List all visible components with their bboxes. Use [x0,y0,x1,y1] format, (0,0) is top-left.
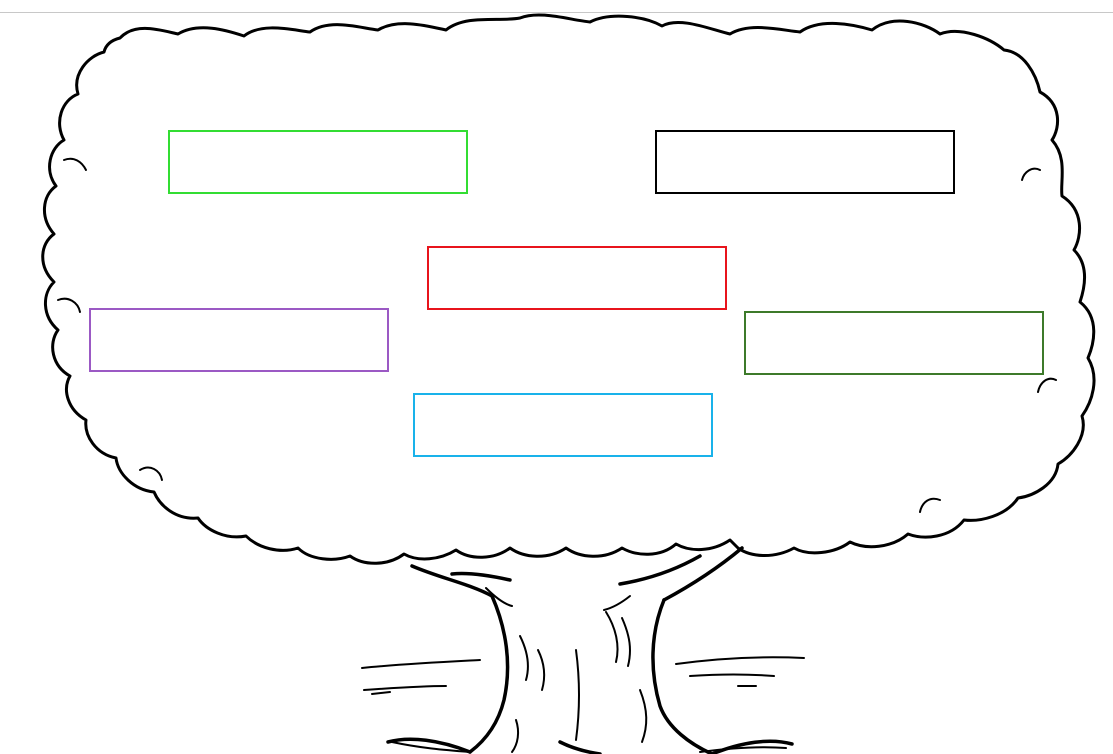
tree-trunk [386,546,794,754]
label-box-6[interactable] [413,393,713,457]
label-box-2[interactable] [655,130,955,194]
label-box-4[interactable] [89,308,389,372]
ground-lines [361,656,805,753]
top-divider [0,12,1113,13]
label-box-3[interactable] [427,246,727,310]
label-box-5[interactable] [744,311,1044,375]
canopy-texture [57,157,1057,513]
bark-texture [485,587,648,753]
label-box-1[interactable] [168,130,468,194]
